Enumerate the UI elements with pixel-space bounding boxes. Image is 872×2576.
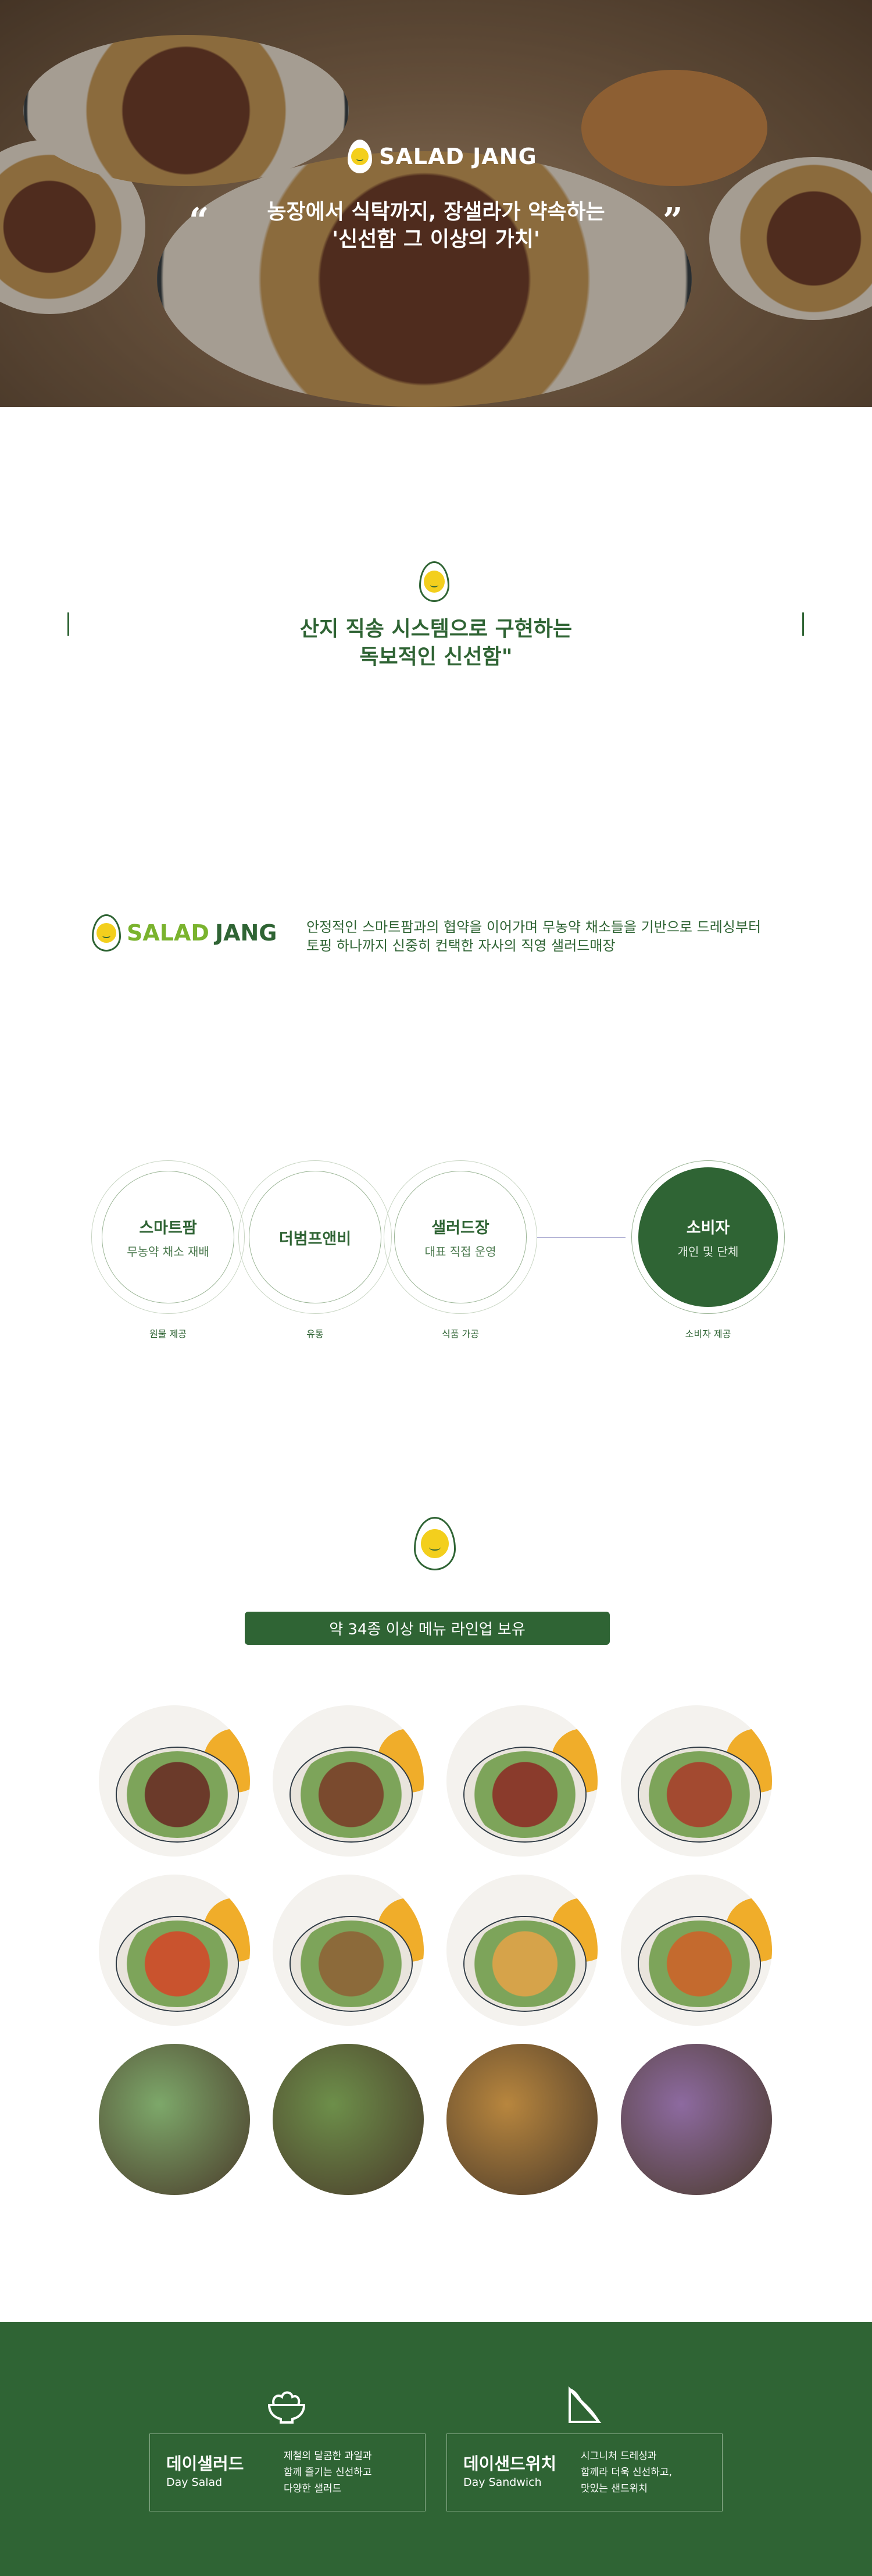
- hero-headline-2: '신선함 그 이상의 가치': [332, 227, 540, 251]
- brand-name: SALAD JANG: [379, 144, 537, 169]
- hero-headline-1: 농장에서 식탁까지, 장샐라가 약속하는: [267, 200, 605, 224]
- product-footer: [0, 2322, 872, 2576]
- menu-photo: [99, 1875, 250, 2026]
- egg-mascot-icon: [414, 1517, 456, 1570]
- menu-photo: [99, 2044, 250, 2195]
- brand-name-jang: JANG: [215, 920, 277, 946]
- menu-photo: [446, 2044, 598, 2195]
- about-desc-line: 안정적인 스마트팜과의 협약을 이어가며 무농약 채소들을 기반으로 드레싱부터: [306, 919, 762, 935]
- hero-logo: SALAD JANG: [348, 140, 537, 173]
- flow-caption: 소비자 제공: [685, 1328, 731, 1339]
- egg-mascot-icon: [419, 561, 449, 602]
- menu-photo: [99, 1705, 250, 1857]
- food-plate-image: [157, 151, 692, 407]
- card-title: 데이샌드위치: [463, 2454, 557, 2474]
- open-quote-icon: “: [189, 201, 209, 241]
- menu-photo: [446, 1705, 598, 1857]
- card-subtitle: Day Sandwich: [463, 2476, 542, 2489]
- brand-logo: SALAD JANG: [92, 914, 277, 952]
- flow-connector: [537, 1237, 626, 1238]
- menu-photo: [273, 1875, 424, 2026]
- about-description: 안정적인 스마트팜과의 협약을 이어가며 무농약 채소들을 기반으로 드레싱부터…: [306, 918, 761, 955]
- brand-name-salad: SALAD: [127, 920, 209, 946]
- egg-mascot-icon: [92, 914, 121, 952]
- about-desc-line: 토핑 하나까지 신중히 컨택한 자사의 직영 샐러드매장: [306, 938, 616, 954]
- egg-mascot-icon: [348, 140, 372, 173]
- flow-caption: 원물 제공: [149, 1328, 187, 1339]
- menu-photo: [273, 2044, 424, 2195]
- salad-bowl-icon: [267, 2391, 306, 2424]
- flow-step-distribution: 더범프앤비: [238, 1160, 392, 1314]
- card-title: 데이샐러드: [166, 2454, 244, 2474]
- intro-title-1: 산지 직송 시스템으로 구현하는: [299, 617, 573, 641]
- food-plate-image: [23, 35, 349, 186]
- menu-photo: [273, 1705, 424, 1857]
- menu-photo: [621, 1875, 772, 2026]
- menu-photo: [446, 1875, 598, 2026]
- flow-caption: 유통: [306, 1328, 324, 1339]
- food-plate-image: [709, 157, 872, 320]
- divider: [802, 612, 804, 636]
- close-quote-icon: ”: [663, 201, 683, 241]
- menu-photo: [621, 1705, 772, 1857]
- hero-banner: SALAD JANG “ ” 농장에서 식탁까지, 장샐라가 약속하는 '신선함…: [0, 0, 872, 407]
- menu-photo: [621, 2044, 772, 2195]
- sandwich-image: [581, 70, 767, 186]
- card-subtitle: Day Salad: [166, 2476, 223, 2489]
- menu-count-badge: 약 34종 이상 메뉴 라인업 보유: [245, 1612, 610, 1645]
- intro-title-2: 독보적인 신선함": [359, 645, 513, 669]
- divider: [67, 612, 69, 636]
- flow-caption: 식품 가공: [442, 1328, 479, 1339]
- sandwich-icon: [569, 2386, 602, 2423]
